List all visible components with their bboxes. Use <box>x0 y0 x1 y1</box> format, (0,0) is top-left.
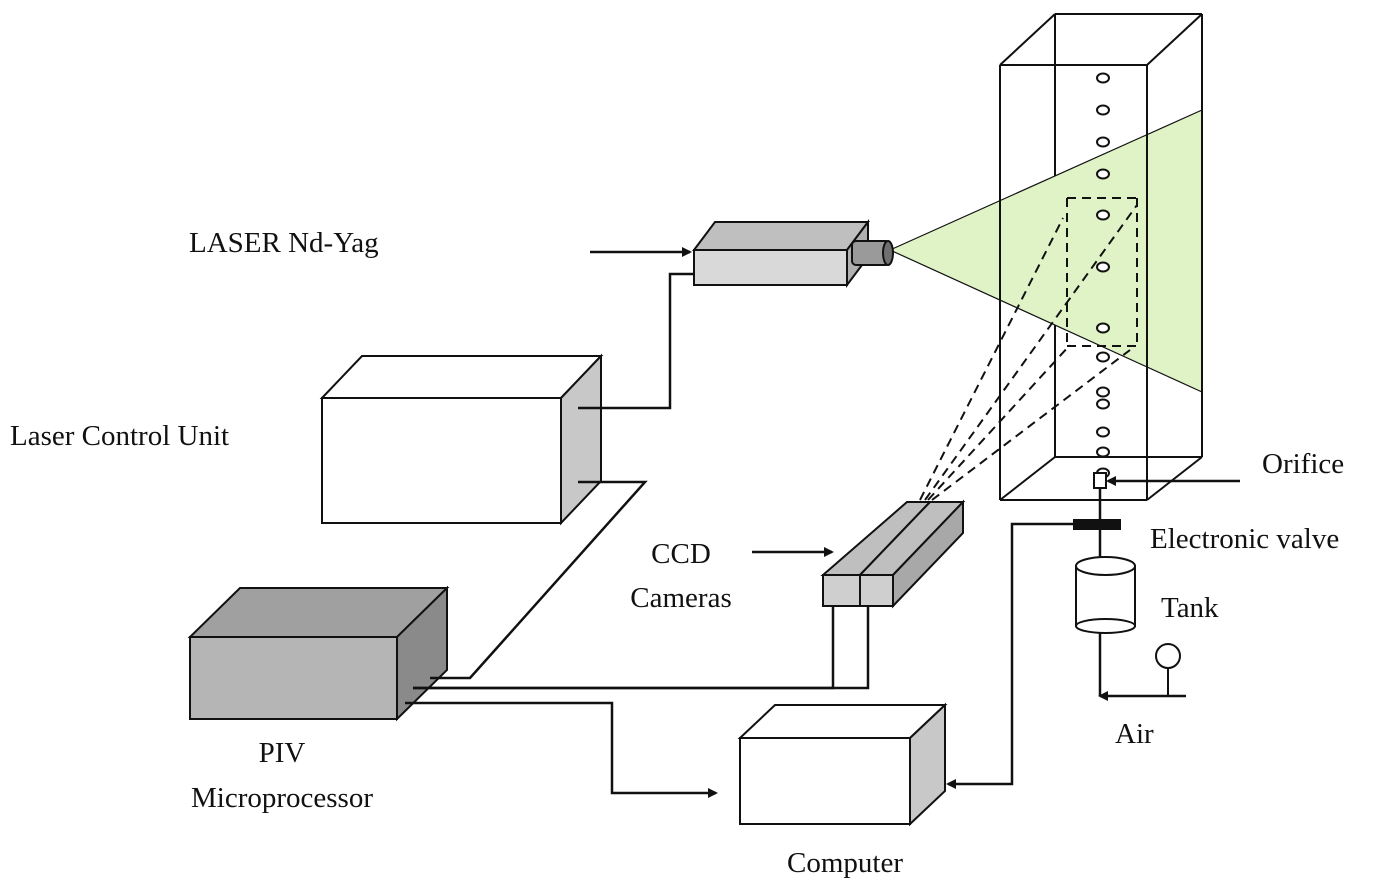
electronic-valve-label: Electronic valve <box>1150 523 1339 555</box>
bubble <box>1096 168 1110 180</box>
measurement-window <box>1066 197 1138 347</box>
arrows <box>405 247 1240 798</box>
ccd-label: CCD <box>651 538 711 570</box>
orifice-label: Orifice <box>1262 448 1344 480</box>
lcu-to-laser-wire <box>578 272 694 410</box>
bubble <box>1096 136 1110 148</box>
laser-control-unit-label: Laser Control Unit <box>10 420 229 452</box>
tank-label: Tank <box>1161 592 1219 624</box>
bubble <box>1096 104 1110 116</box>
bubbles <box>1096 72 1110 479</box>
bubble <box>1096 398 1110 410</box>
connections <box>413 272 1186 701</box>
piv-label: PIV <box>259 737 306 769</box>
orifice <box>1093 472 1107 489</box>
bubble <box>1096 386 1110 398</box>
bubble <box>1096 351 1110 363</box>
laser-control-unit <box>319 353 604 526</box>
microprocessor-label: Microprocessor <box>191 782 373 814</box>
pressure-gauge <box>1155 643 1181 696</box>
laser-device-top <box>692 221 870 251</box>
bubble <box>1096 261 1110 273</box>
bubble <box>1096 72 1110 84</box>
bubble <box>1096 322 1110 334</box>
lcu-to-piv-wire <box>430 480 648 680</box>
cameras-label: Cameras <box>630 582 731 614</box>
computer <box>737 702 948 827</box>
computer-label: Computer <box>787 847 903 879</box>
camera-view-lines <box>919 204 1138 501</box>
bubble <box>1096 446 1110 458</box>
air-label: Air <box>1115 718 1154 750</box>
tank <box>1075 556 1136 634</box>
laser-device-front <box>693 249 848 286</box>
electronic-valve <box>1073 519 1121 530</box>
test-column <box>999 13 1203 501</box>
laser-light-sheet <box>888 109 1203 393</box>
piv-to-computer-arrow <box>405 701 718 798</box>
bubble <box>1096 209 1110 221</box>
ccd-to-piv-wire-2 <box>413 606 870 690</box>
laser-lens-aperture <box>882 240 894 266</box>
piv-microprocessor <box>187 585 450 722</box>
laser-label: LASER Nd-Yag <box>189 227 379 259</box>
laser-device <box>692 219 894 288</box>
ccd-to-piv-wire-1 <box>413 606 835 690</box>
valve-to-computer-arrow <box>946 522 1073 789</box>
bubble <box>1096 426 1110 438</box>
ccd-cameras <box>820 499 966 609</box>
